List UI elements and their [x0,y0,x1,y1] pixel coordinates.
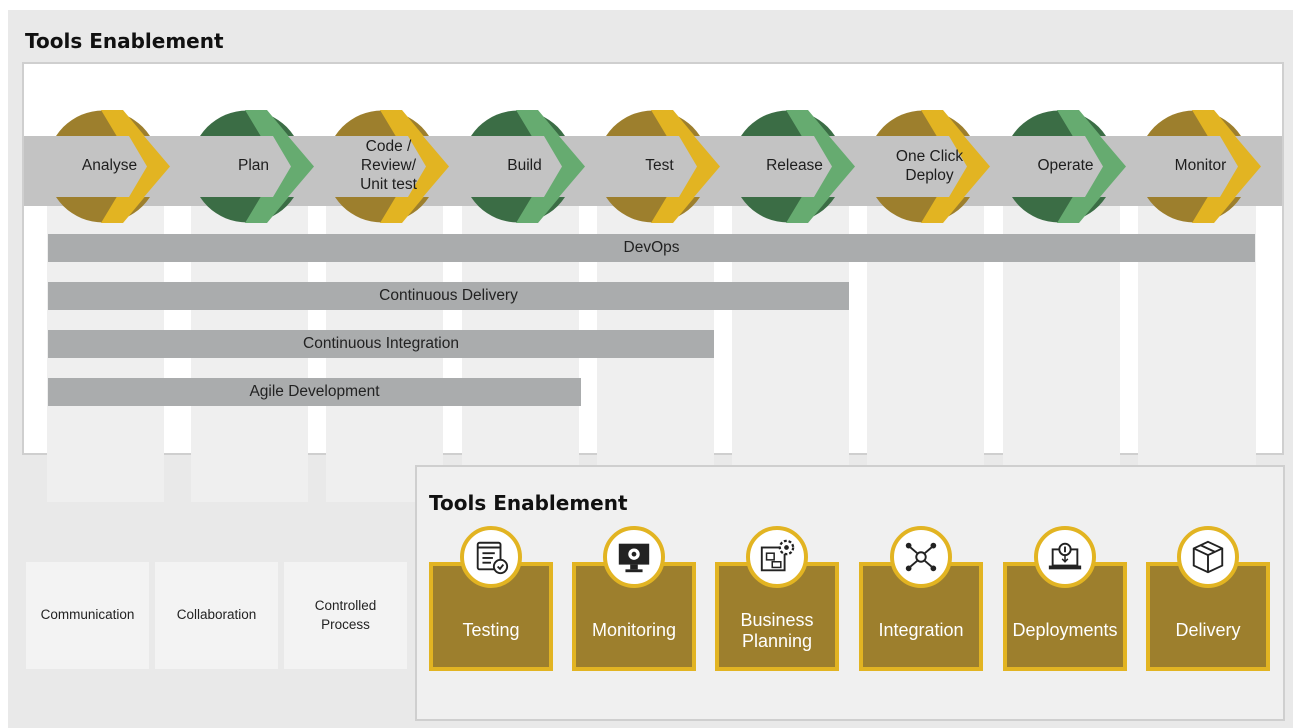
tool-label: Testing [462,620,520,641]
tool-badge [603,526,665,588]
stage-chevron-icon [47,110,172,223]
stage-chevron-icon [732,110,857,223]
bar-agile-development: Agile Development [48,378,581,406]
pillar-communication: Communication [26,562,149,669]
monitor-gear-icon [618,543,650,573]
stage-test: Test [597,110,722,223]
tool-monitoring: Monitoring [572,562,696,671]
stage-chevron-icon [326,110,451,223]
stage-label: Code / Review/ Unit test [360,138,417,193]
stage-chevron-icon [597,110,722,223]
bar-devops: DevOps [48,234,1255,262]
package-icon [1192,540,1224,574]
tool-label: Deployments [1012,620,1118,641]
stage-chevron-icon [1003,110,1128,223]
stage-chevron-icon [462,110,587,223]
page-title: Tools Enablement [25,29,224,53]
stage-monitor: Monitor [1138,110,1263,223]
tools-panel [415,465,1285,721]
stage-release: Release [732,110,857,223]
bar-continuous-integration: Continuous Integration [48,330,714,358]
pillar-controlled-process: Controlled Process [284,562,407,669]
stage-analyse: Analyse [47,110,172,223]
stage-label: Analyse [81,157,138,175]
blueprint-gear-icon [760,539,795,572]
stage-label: Monitor [1174,157,1227,175]
stage-label: Build [507,157,542,175]
checklist-icon [476,541,509,575]
network-icon [905,542,937,572]
stage-label: Release [766,157,823,175]
tool-label: Business Planning [740,609,814,651]
stage-label: Operate [1037,157,1094,175]
tool-badge [1034,526,1096,588]
laptop-deploy-icon [1048,542,1082,570]
stage-chevron-icon [191,110,316,223]
tool-badge [746,526,808,588]
pillar-collaboration: Collaboration [155,562,278,669]
stage-build: Build [462,110,587,223]
tool-label: Integration [878,620,964,641]
tool-badge [890,526,952,588]
stage-label: Plan [237,157,270,175]
tools-title: Tools Enablement [429,491,628,515]
tool-label: Delivery [1175,620,1241,641]
stage-code: Code / Review/ Unit test [326,110,451,223]
stage-chevron-icon [1138,110,1263,223]
bar-continuous-delivery: Continuous Delivery [48,282,849,310]
tool-badge [1177,526,1239,588]
stage-plan: Plan [191,110,316,223]
stage-one-click: One Click Deploy [867,110,992,223]
stage-label: One Click Deploy [895,147,964,184]
tool-label: Monitoring [591,620,677,641]
stage-chevron-icon [867,110,992,223]
stage-operate: Operate [1003,110,1128,223]
tool-badge [460,526,522,588]
stage-label: Test [645,157,674,175]
